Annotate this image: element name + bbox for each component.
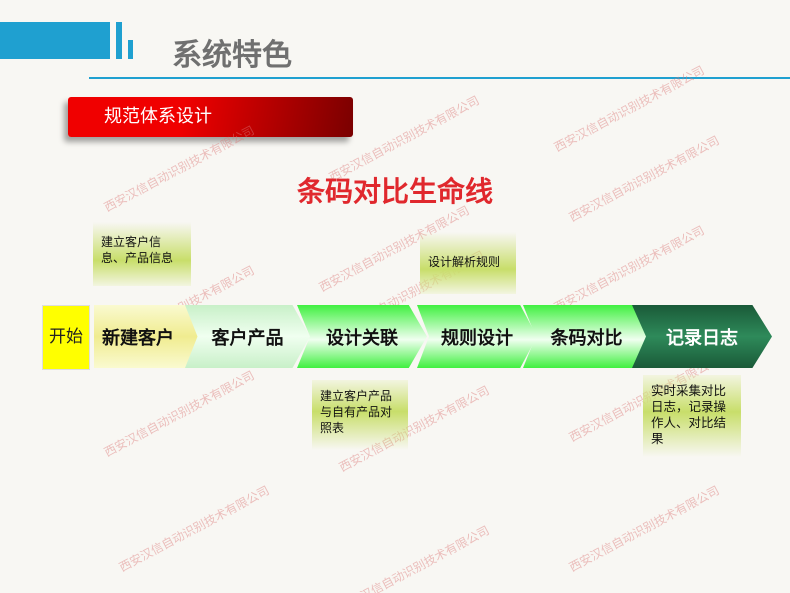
- section-banner: 规范体系设计: [68, 97, 353, 137]
- step-customer-product: 客户产品: [185, 305, 310, 368]
- note-log: 实时采集对比日志，记录操作人、对比结果: [643, 375, 741, 457]
- step-barcode-compare: 条码对比: [523, 305, 650, 368]
- header-accent-bar: [116, 22, 122, 59]
- note-design-link: 建立客户产品与自有产品对照表: [312, 380, 408, 450]
- step-new-customer: 新建客户: [94, 305, 202, 368]
- watermark-text: 西安汉信自动识别技术有限公司: [101, 368, 257, 460]
- watermark-text: 西安汉信自动识别技术有限公司: [551, 223, 707, 315]
- step-log: 记录日志: [632, 305, 772, 368]
- header-accent-bar: [0, 22, 110, 59]
- note-design-rules: 设计解析规则: [420, 232, 516, 294]
- watermark-text: 西安汉信自动识别技术有限公司: [336, 523, 492, 593]
- note-new-customer: 建立客户信息、产品信息: [93, 222, 191, 286]
- diagram-title: 条码对比生命线: [296, 175, 493, 208]
- watermark-text: 西安汉信自动识别技术有限公司: [116, 483, 272, 575]
- header-divider: [89, 77, 790, 79]
- step-design-rules: 规则设计: [417, 305, 537, 368]
- start-box: 开始: [42, 305, 90, 370]
- step-design-link: 设计关联: [297, 305, 427, 368]
- watermark-text: 西安汉信自动识别技术有限公司: [566, 483, 722, 575]
- watermark-text: 西安汉信自动识别技术有限公司: [551, 63, 707, 155]
- header-accent-bar: [128, 40, 133, 59]
- page-title: 系统特色: [172, 38, 292, 73]
